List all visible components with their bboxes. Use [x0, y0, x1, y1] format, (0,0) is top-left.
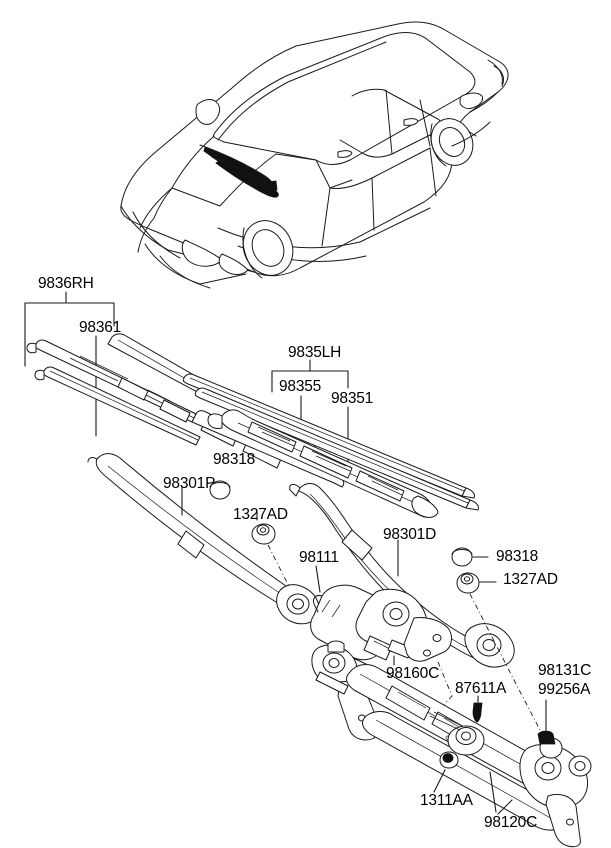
callout-1311aa: 1311AA	[420, 792, 473, 809]
callout-98120c: 98120C	[484, 814, 538, 831]
linkage-ball-joint	[537, 699, 563, 759]
callout-98131c: 98131C	[538, 662, 592, 679]
callout-98355: 98355	[279, 378, 322, 395]
wiper-arm-cap-left	[209, 480, 231, 500]
wiper-arm-cap-right	[451, 547, 489, 567]
callout-98361: 98361	[79, 319, 122, 336]
vehicle-illustration	[120, 21, 509, 289]
callout-98111: 98111	[299, 549, 339, 566]
wiper-arm-passenger	[87, 453, 320, 625]
bracket-9836rh	[24, 291, 115, 437]
callout-98160c: 98160C	[386, 665, 440, 682]
callout-87611a: 87611A	[455, 680, 507, 697]
wiper-arm-nut-right	[456, 572, 541, 731]
callout-9835lh: 9835LH	[288, 344, 342, 361]
wiper-arm-driver	[289, 483, 515, 668]
callout-98301p: 98301P	[163, 475, 216, 492]
callout-99256a: 99256A	[538, 681, 591, 698]
callout-1327ad-left: 1327AD	[233, 506, 288, 523]
grommet-screw	[472, 695, 483, 723]
leader-98120c	[489, 771, 497, 813]
wiper-linkage-assembly	[311, 640, 592, 848]
wiper-arm-nut-left	[251, 511, 301, 609]
callout-98318-left: 98318	[213, 451, 256, 468]
linkage-center-pivot	[429, 711, 485, 793]
wiper-blade-lh	[182, 373, 479, 518]
callout-98318-right: 98318	[496, 548, 539, 565]
callout-9836rh: 9836RH	[38, 275, 94, 292]
callout-98301d: 98301D	[383, 526, 437, 543]
wiper-motor	[310, 565, 453, 721]
callout-98351: 98351	[331, 390, 374, 407]
callout-1327ad-right: 1327AD	[503, 571, 558, 588]
